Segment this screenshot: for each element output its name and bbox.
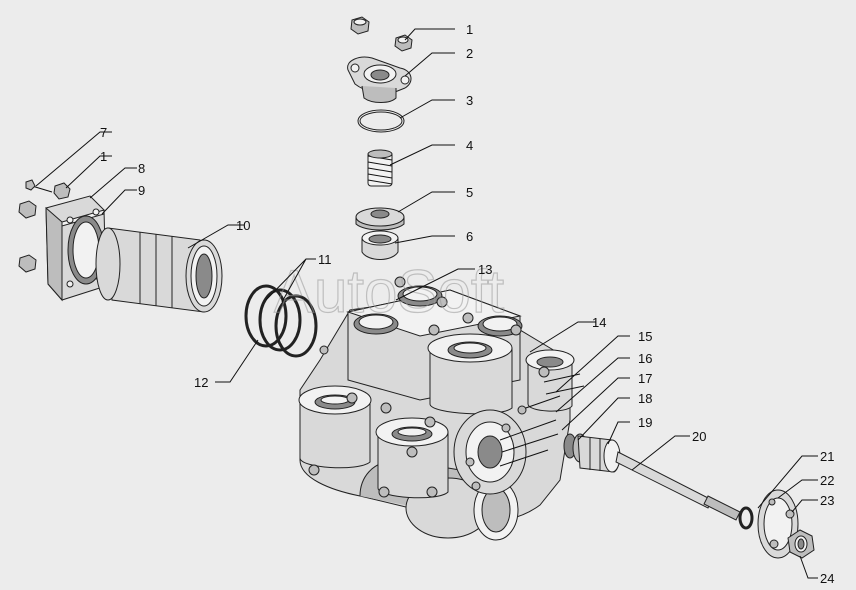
callout-label: 6 bbox=[466, 229, 473, 244]
callout-label: 17 bbox=[638, 371, 652, 386]
valve-spring bbox=[367, 149, 393, 187]
o-ring-seal bbox=[357, 109, 405, 133]
nut-top-left bbox=[350, 16, 370, 35]
callout-label: 14 bbox=[592, 315, 606, 330]
callout-label: 10 bbox=[236, 218, 250, 233]
cylinder-liner bbox=[95, 227, 223, 313]
callout-label: 19 bbox=[638, 415, 652, 430]
nut-top-right bbox=[394, 34, 413, 52]
flange-bolt bbox=[25, 179, 53, 193]
gasket bbox=[67, 215, 105, 285]
callout-label: 15 bbox=[638, 329, 652, 344]
callout-label: 23 bbox=[820, 493, 834, 508]
callout-label: 9 bbox=[138, 183, 145, 198]
callout-label: 24 bbox=[820, 571, 834, 586]
callout-label: 3 bbox=[466, 93, 473, 108]
leader-lines bbox=[35, 28, 818, 579]
bearing-sleeve bbox=[577, 435, 621, 473]
callout-label: 21 bbox=[820, 449, 834, 464]
flange-nut-left-2 bbox=[18, 254, 37, 273]
callout-label: 22 bbox=[820, 473, 834, 488]
watermark-text: AutoSoft bbox=[274, 258, 504, 325]
valve-plate bbox=[355, 207, 405, 231]
callout-label: 13 bbox=[478, 262, 492, 277]
valve-housing-front bbox=[427, 333, 513, 415]
callout-label: 8 bbox=[138, 161, 145, 176]
callout-label: 1 bbox=[100, 149, 107, 164]
head-bolts bbox=[308, 276, 550, 498]
callout-label: 2 bbox=[466, 46, 473, 61]
shaft-ring bbox=[738, 506, 754, 530]
valve-seat bbox=[361, 230, 399, 260]
flange-hub-nut bbox=[787, 529, 815, 559]
callout-label: 1 bbox=[466, 22, 473, 37]
flange-nut-top bbox=[53, 182, 71, 200]
callout-label: 5 bbox=[466, 185, 473, 200]
callout-label: 7 bbox=[100, 125, 107, 140]
valve-cover-flange bbox=[347, 56, 412, 103]
callout-label: 16 bbox=[638, 351, 652, 366]
callout-label: 12 bbox=[194, 375, 208, 390]
callout-label: 11 bbox=[318, 252, 332, 267]
callout-label: 20 bbox=[692, 429, 706, 444]
valve-housing-bottom bbox=[375, 417, 449, 499]
callout-label: 4 bbox=[466, 138, 473, 153]
crank-end-flange bbox=[453, 395, 561, 495]
valve-housing-left bbox=[298, 385, 372, 469]
flange-nut-left-1 bbox=[18, 200, 37, 219]
callout-label: 18 bbox=[638, 391, 652, 406]
drive-shaft bbox=[615, 451, 741, 521]
seal-rings bbox=[244, 284, 318, 358]
